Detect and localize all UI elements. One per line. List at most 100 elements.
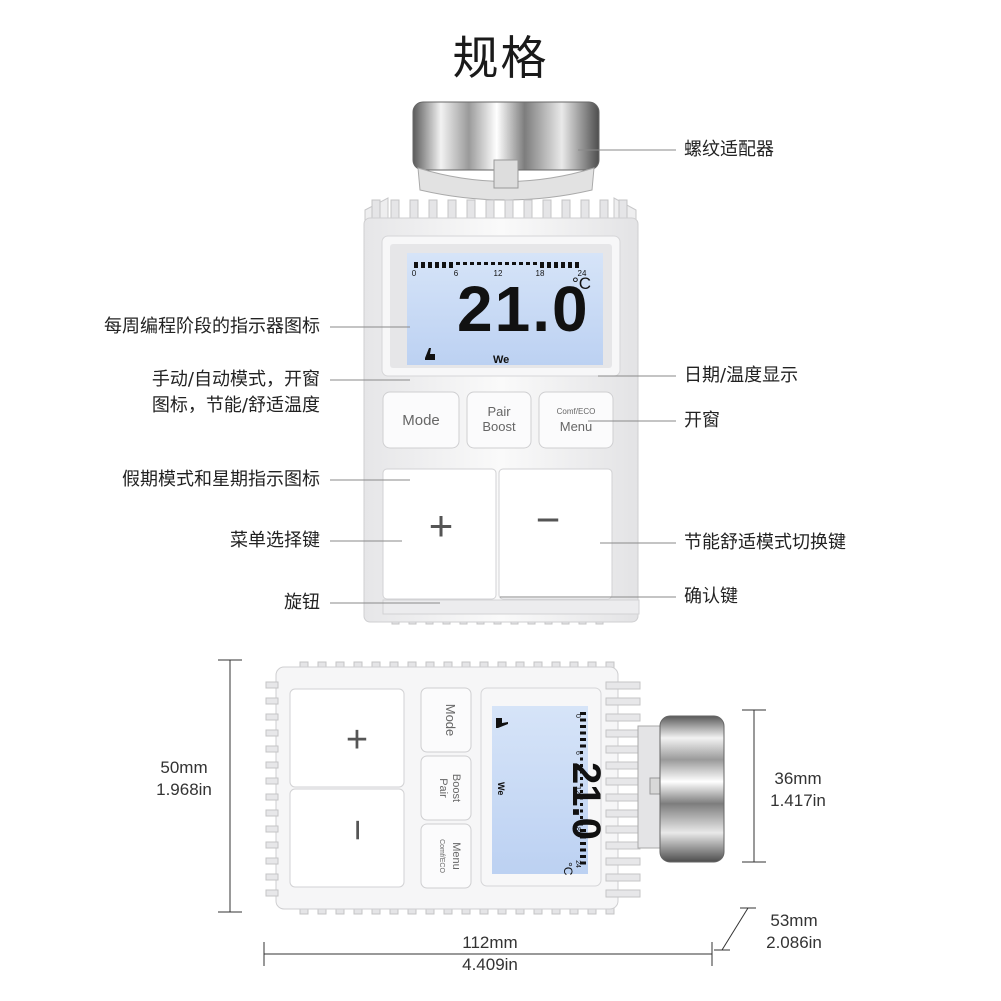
fin	[605, 681, 641, 690]
fin	[265, 681, 279, 689]
dim-depth-in: 2.086in	[766, 933, 822, 952]
schedule-segment	[477, 262, 481, 265]
schedule-segment	[442, 262, 446, 268]
schedule-segment	[580, 777, 583, 780]
side-thread-adapter	[637, 715, 725, 863]
unit-label: °C	[572, 274, 591, 293]
dim-depth: 53mm 2.086in	[752, 910, 836, 954]
schedule-segment	[505, 262, 509, 265]
svg-text:Comf/ECO: Comf/ECO	[438, 839, 445, 873]
schedule-segment	[580, 809, 583, 813]
scale-tick-label: 24	[574, 860, 581, 868]
lcd-screen	[407, 253, 603, 365]
fin	[605, 697, 641, 706]
page-title: 规格	[452, 31, 549, 85]
svg-text:+: +	[346, 719, 368, 761]
schedule-segment	[580, 822, 583, 826]
svg-text:Menu: Menu	[560, 419, 593, 434]
fin	[605, 873, 641, 882]
label-menu-select-key: 菜单选择键	[230, 530, 320, 551]
hand-icon	[425, 348, 435, 360]
schedule-segment	[580, 751, 583, 754]
side-lcd-screen	[492, 706, 588, 874]
scale-tick-label: 0	[412, 269, 417, 278]
schedule-segment	[580, 725, 586, 728]
fin	[265, 809, 279, 817]
label-window-open: 开窗	[684, 410, 720, 431]
schedule-segment	[519, 262, 523, 265]
svg-text:Pair: Pair	[487, 404, 511, 419]
schedule-segment	[533, 262, 537, 265]
fin	[265, 761, 279, 769]
schedule-segment	[491, 262, 495, 265]
schedule-segment	[580, 829, 586, 832]
schedule-segment	[580, 718, 586, 722]
schedule-segment	[463, 262, 467, 265]
side-minus-button[interactable]: −	[289, 788, 405, 888]
side-fins-right	[265, 681, 641, 898]
schedule-segment	[484, 262, 488, 265]
svg-text:Pair: Pair	[437, 778, 449, 798]
day-label: We	[493, 354, 509, 366]
schedule-segment	[580, 848, 586, 852]
label-manual-auto-1: 手动/自动模式，开窗	[151, 369, 320, 390]
mode-button[interactable]: Mode	[382, 391, 460, 449]
fin	[265, 697, 279, 705]
schedule-segment	[512, 262, 516, 265]
schedule-segment	[580, 861, 586, 865]
temperature-readout: 21.0	[457, 273, 590, 345]
schedule-segment	[547, 262, 551, 268]
dim-width: 112mm 4.409in	[430, 932, 550, 976]
dim-height-in: 1.968in	[156, 780, 212, 799]
fin	[265, 745, 279, 753]
label-date-temp-display: 日期/温度显示	[684, 365, 799, 386]
minus-button[interactable]: −	[498, 468, 613, 600]
scale-tick-label: 6	[454, 269, 459, 278]
fin	[605, 809, 641, 818]
scale-tick-label: 18	[536, 269, 545, 278]
scale-tick-label: 12	[574, 786, 581, 794]
label-holiday-weekday: 假期模式和星期指示图标	[122, 469, 320, 490]
schedule-segment	[580, 855, 586, 858]
plus-button[interactable]: +	[382, 468, 497, 600]
schedule-segment	[575, 262, 579, 268]
schedule-segment	[421, 262, 425, 268]
svg-text:Mode: Mode	[402, 412, 440, 429]
comfort-eco-menu-button[interactable]: Comf/ECO Menu	[538, 391, 614, 449]
schedule-segment	[580, 738, 586, 741]
fin	[265, 777, 279, 785]
svg-text:−: −	[336, 819, 378, 841]
svg-text:+: +	[429, 502, 454, 549]
schedule-segment	[428, 262, 432, 268]
side-mode-button[interactable]: Mode	[420, 687, 472, 753]
schedule-segment	[580, 783, 583, 787]
schedule-segment	[456, 262, 460, 265]
pair-boost-button[interactable]: Pair Boost	[466, 391, 532, 449]
label-manual-auto-2: 图标，节能/舒适温度	[151, 395, 320, 416]
schedule-segment	[580, 842, 586, 845]
schedule-segment	[470, 262, 474, 265]
dim-height: 50mm 1.968in	[138, 757, 230, 801]
schedule-segment	[449, 262, 453, 268]
fin	[605, 857, 641, 866]
svg-text:Boost: Boost	[482, 419, 516, 434]
svg-text:−: −	[536, 496, 561, 543]
fin	[265, 793, 279, 801]
schedule-segment	[580, 712, 586, 715]
side-comfort-menu-button[interactable]: Comf/ECO Menu	[420, 823, 472, 889]
fin	[605, 825, 641, 834]
schedule-segment	[526, 262, 530, 265]
schedule-segment	[580, 816, 583, 819]
dimension-lines	[218, 659, 766, 966]
schedule-segment	[561, 262, 565, 268]
dim-width-in: 4.409in	[462, 955, 518, 974]
fin	[605, 889, 641, 898]
dim-width-mm: 112mm	[462, 933, 518, 952]
dim-depth-mm: 53mm	[770, 911, 818, 930]
schedule-segment	[580, 790, 583, 793]
schedule-segment	[580, 764, 583, 767]
side-plus-button[interactable]: +	[289, 688, 405, 788]
schedule-segment	[580, 757, 583, 761]
side-pair-boost-button[interactable]: Pair Boost	[420, 755, 472, 821]
